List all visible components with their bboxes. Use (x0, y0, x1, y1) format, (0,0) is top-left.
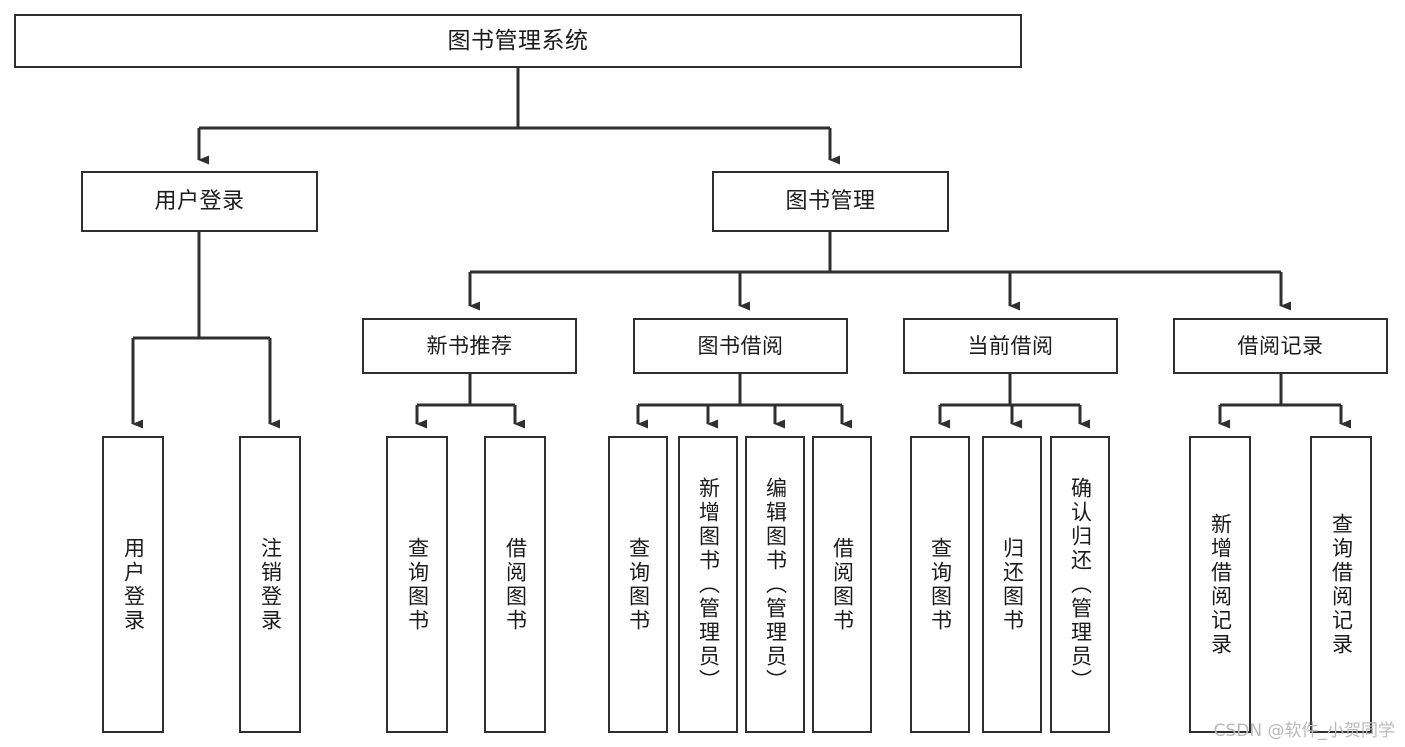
node-current-borrow[interactable]: 当前借阅 (903, 318, 1118, 374)
node-leaf-return-book[interactable]: 归还图书 (982, 436, 1042, 733)
node-book-borrow-label: 图书借阅 (697, 333, 784, 358)
node-leaf-add-book-label: 新增图书（管理员） (696, 476, 721, 693)
node-root-system-label: 图书管理系统 (447, 27, 589, 54)
node-leaf-query-book-3[interactable]: 查询图书 (910, 436, 970, 733)
node-leaf-return-book-label: 归还图书 (1000, 536, 1025, 633)
node-new-book-recommend[interactable]: 新书推荐 (362, 318, 577, 374)
node-leaf-edit-book-label: 编辑图书（管理员） (763, 476, 788, 693)
node-leaf-user-login[interactable]: 用户登录 (102, 436, 164, 733)
node-borrow-record[interactable]: 借阅记录 (1173, 318, 1388, 374)
node-leaf-user-logout[interactable]: 注销登录 (239, 436, 301, 733)
node-book-manage[interactable]: 图书管理 (712, 171, 949, 232)
node-leaf-query-book-3-label: 查询图书 (928, 536, 953, 633)
node-leaf-borrow-book-1[interactable]: 借阅图书 (484, 436, 546, 733)
node-user-login-label: 用户登录 (154, 188, 245, 214)
node-leaf-query-record[interactable]: 查询借阅记录 (1310, 436, 1372, 733)
node-leaf-add-record[interactable]: 新增借阅记录 (1189, 436, 1251, 733)
node-leaf-borrow-book-2[interactable]: 借阅图书 (812, 436, 872, 733)
node-leaf-borrow-book-2-label: 借阅图书 (830, 536, 855, 633)
node-leaf-query-book-1-label: 查询图书 (405, 536, 430, 633)
node-root-system[interactable]: 图书管理系统 (14, 14, 1022, 68)
node-leaf-confirm-return[interactable]: 确认归还（管理员） (1050, 436, 1110, 733)
node-user-login[interactable]: 用户登录 (81, 171, 318, 232)
node-current-borrow-label: 当前借阅 (967, 333, 1054, 358)
node-leaf-query-book-2-label: 查询图书 (626, 536, 651, 633)
node-leaf-edit-book[interactable]: 编辑图书（管理员） (745, 436, 805, 733)
node-book-manage-label: 图书管理 (785, 188, 876, 214)
node-leaf-query-book-2[interactable]: 查询图书 (608, 436, 668, 733)
node-leaf-add-record-label: 新增借阅记录 (1208, 512, 1233, 657)
node-leaf-user-login-label: 用户登录 (121, 536, 146, 633)
node-new-book-recommend-label: 新书推荐 (426, 333, 513, 358)
node-leaf-query-record-label: 查询借阅记录 (1329, 512, 1354, 657)
node-borrow-record-label: 借阅记录 (1237, 333, 1324, 358)
node-leaf-add-book[interactable]: 新增图书（管理员） (678, 436, 738, 733)
node-leaf-borrow-book-1-label: 借阅图书 (503, 536, 528, 633)
node-leaf-user-logout-label: 注销登录 (258, 536, 283, 633)
node-book-borrow[interactable]: 图书借阅 (633, 318, 848, 374)
node-leaf-query-book-1[interactable]: 查询图书 (386, 436, 448, 733)
csdn-watermark: CSDN @软件_小贺同学 (1213, 721, 1395, 741)
node-leaf-confirm-return-label: 确认归还（管理员） (1068, 476, 1093, 693)
